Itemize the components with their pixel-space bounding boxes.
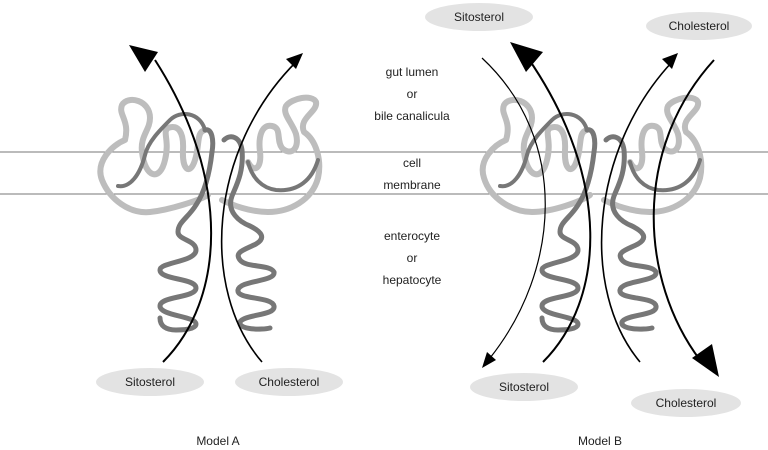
model-b-cholesterol-influx-arrowhead [692, 344, 719, 377]
model-b-sitosterol-top-label: Sitosterol [454, 10, 504, 24]
model-a-sitosterol-label: Sitosterol [125, 375, 175, 389]
model-b-cholesterol-top-pill [646, 12, 752, 40]
model-b-sitosterol-influx-arrowhead [482, 352, 496, 368]
model-b-cholesterol-top-label: Cholesterol [669, 19, 730, 33]
region-label-membrane: membrane [383, 178, 441, 192]
region-label-enterocyte: enterocyte [384, 229, 440, 243]
model-b-caption: Model B [578, 434, 622, 448]
region-label-bile-canalicula: bile canalicula [374, 109, 450, 123]
model-a-cholesterol-arrowhead [286, 53, 303, 69]
model-a-cholesterol-efflux-arrow [220, 61, 297, 363]
model-b-sitosterol-bottom-pill [470, 373, 578, 401]
region-label-or-bottom: or [407, 251, 418, 265]
model-a-caption: Model A [196, 434, 239, 448]
region-label-hepatocyte: hepatocyte [383, 273, 442, 287]
model-b-sitosterol-efflux-arrowhead [510, 42, 543, 72]
region-label-or-top: or [407, 87, 418, 101]
model-b-sitosterol-top-pill [425, 3, 533, 31]
model-b-sitosterol-influx-arrow [481, 57, 546, 359]
model-b-sitosterol-efflux-arrow [527, 57, 592, 363]
model-b-left-transporter [479, 96, 598, 333]
model-a-cholesterol-pill [235, 368, 343, 396]
model-a-sitosterol-pill [96, 368, 204, 396]
region-label-gut-lumen: gut lumen [386, 65, 439, 79]
model-b-cholesterol-bottom-pill [631, 389, 741, 417]
model-b-sitosterol-bottom-label: Sitosterol [499, 380, 549, 394]
model-a: Sitosterol Cholesterol Model A [96, 45, 343, 448]
model-b-cholesterol-efflux-arrow [600, 61, 673, 363]
region-labels: gut lumen or bile canalicula cell membra… [374, 65, 450, 287]
model-a-left-transporter [97, 96, 216, 333]
model-a-sitosterol-arrowhead [129, 45, 158, 72]
model-a-sitosterol-efflux-arrow [154, 59, 213, 363]
model-b-cholesterol-efflux-arrowhead [662, 53, 678, 69]
model-a-cholesterol-label: Cholesterol [259, 375, 320, 389]
model-b-cholesterol-influx-arrow [652, 59, 715, 361]
model-b-right-transporter [601, 94, 705, 332]
model-b: Sitosterol Cholesterol Sitosterol Choles… [425, 3, 752, 448]
model-b-cholesterol-bottom-label: Cholesterol [656, 396, 717, 410]
region-label-cell: cell [403, 156, 421, 170]
model-a-right-transporter [219, 94, 323, 332]
